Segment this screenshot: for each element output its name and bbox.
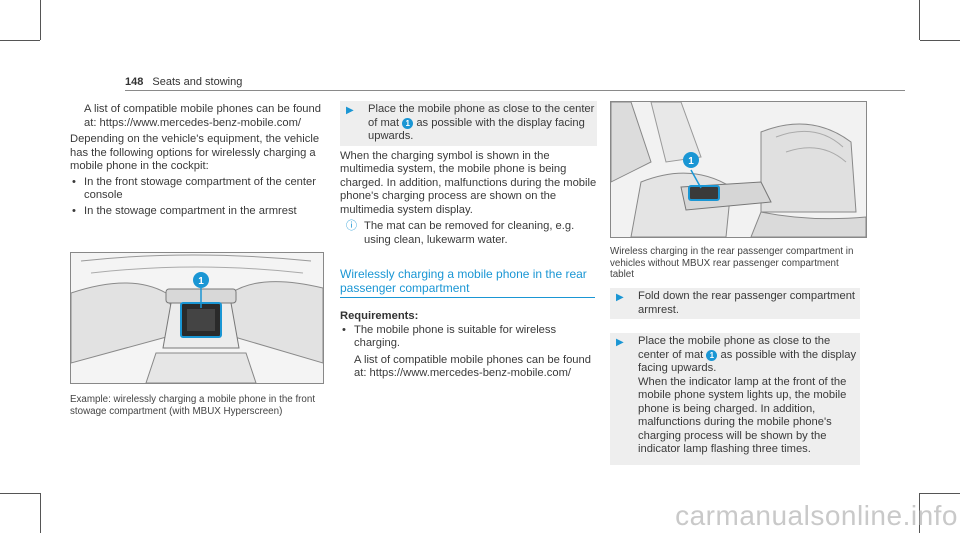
- step-text: Place the mobile phone as close to the c…: [368, 103, 595, 129]
- header-divider: [125, 90, 905, 91]
- figure-callout: 1: [198, 276, 204, 287]
- subheading-text: Wirelessly charging a mobile phone in th…: [340, 267, 587, 295]
- list-item: In the stowage compartment in the armres…: [70, 205, 322, 219]
- callout-badge: 1: [706, 349, 718, 361]
- crop-mark: [919, 493, 920, 533]
- instruction-step: ▶ Fold down the rear passenger compartme…: [610, 288, 860, 319]
- subheading-rule: [340, 297, 595, 298]
- info-note: ⓘ The mat can be removed for cleaning, e…: [340, 220, 597, 247]
- figure-caption: Example: wirelessly charging a mobile ph…: [70, 394, 316, 417]
- info-icon: ⓘ: [346, 220, 357, 232]
- compat-list-text: A list of compatible mobile phones can b…: [354, 353, 591, 380]
- figure-front-stowage: 1: [70, 252, 324, 384]
- equipment-intro: Depending on the vehicle's equipment, th…: [70, 133, 320, 172]
- crop-mark: [920, 493, 960, 494]
- step-text-tail: as possible with the display facing upwa…: [638, 348, 857, 375]
- section-title: Seats and stowing: [152, 76, 243, 88]
- figure-rear-compartment: 1: [610, 101, 867, 238]
- crop-mark: [40, 0, 41, 40]
- column-middle: ▶ Place the mobile phone as close to the…: [340, 101, 597, 381]
- step-text: Place the mobile phone as close to the c…: [638, 335, 831, 361]
- crop-mark: [0, 493, 40, 494]
- figure-caption: Wireless charging in the rear passenger …: [610, 246, 854, 280]
- watermark: carmanualsonline.info: [675, 500, 958, 531]
- charging-symbol-text: When the charging symbol is shown in the…: [340, 149, 597, 216]
- instruction-step: ▶ Place the mobile phone as close to the…: [340, 101, 597, 146]
- callout-badge: 1: [402, 117, 414, 129]
- crop-mark: [919, 0, 920, 40]
- front-stowage-illustration: 1: [70, 253, 324, 384]
- figure-callout: 1: [688, 156, 694, 167]
- instruction-step: ▶ Place the mobile phone as close to the…: [610, 333, 860, 465]
- section-heading: Wirelessly charging a mobile phone in th…: [340, 267, 597, 298]
- page-number: 148: [125, 76, 144, 88]
- column-left: A list of compatible mobile phones can b…: [70, 103, 322, 218]
- step-arrow-icon: ▶: [346, 105, 354, 116]
- page-header: 148 Seats and stowing: [125, 76, 242, 88]
- step-text-tail: as possible with the display facing upwa…: [368, 116, 585, 143]
- rear-compartment-illustration: 1: [610, 101, 867, 238]
- step-arrow-icon: ▶: [616, 292, 624, 303]
- crop-mark: [920, 40, 960, 41]
- column-right: ▶ Fold down the rear passenger compartme…: [610, 288, 860, 465]
- list-item: In the front stowage compartment of the …: [70, 176, 322, 203]
- crop-mark: [40, 493, 41, 533]
- step-text: Fold down the rear passenger compartment…: [638, 290, 856, 316]
- crop-mark: [0, 40, 40, 41]
- note-text: The mat can be removed for cleaning, e.g…: [364, 220, 575, 246]
- step-arrow-icon: ▶: [616, 337, 624, 348]
- requirements-label: Requirements:: [340, 310, 419, 322]
- list-item: The mobile phone is suitable for wireles…: [340, 324, 597, 351]
- step-detail: When the indicator lamp at the front of …: [638, 375, 847, 456]
- compat-list-text: A list of compatible mobile phones can b…: [84, 103, 321, 129]
